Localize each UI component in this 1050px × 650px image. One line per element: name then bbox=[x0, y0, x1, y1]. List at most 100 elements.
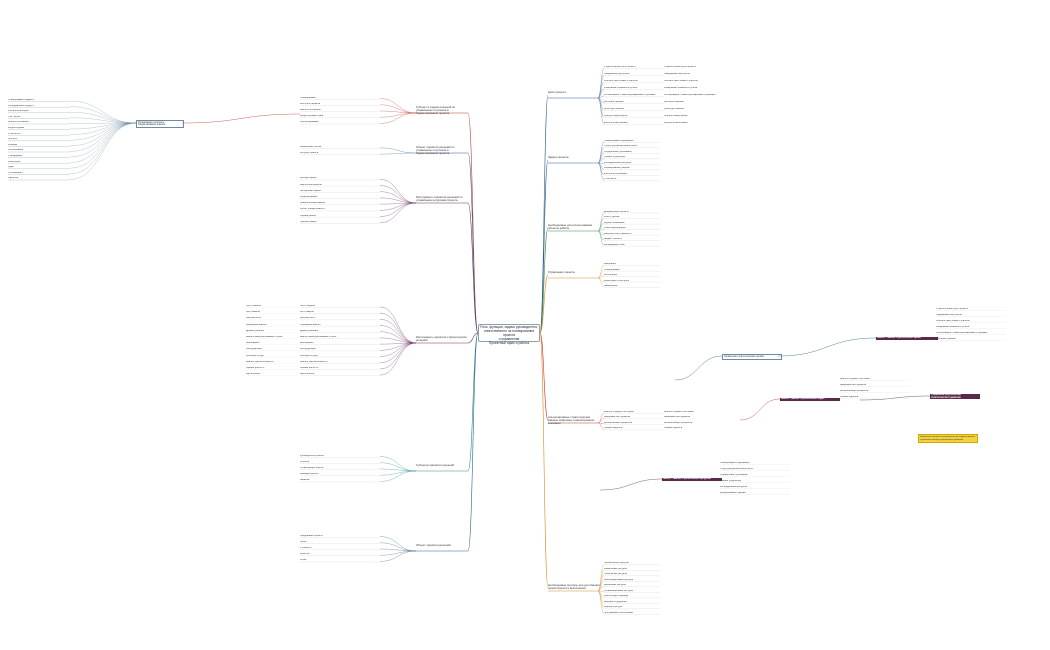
left-sub-item[interactable]: Анализ чувствительности bbox=[246, 360, 274, 363]
sub-item[interactable]: Критерии приёмки bbox=[664, 101, 684, 103]
branch-item[interactable]: Планирование bbox=[604, 268, 620, 271]
dark-node-1[interactable]: SMART - анализ стратегических целей bbox=[876, 337, 938, 340]
left-branch-4[interactable]: Субъекты принятия решений bbox=[416, 464, 454, 467]
left-item[interactable]: Дерево решений bbox=[300, 329, 319, 332]
far-left-item[interactable]: Утверждение bbox=[8, 155, 23, 157]
branch-item[interactable]: Планирование содержания bbox=[604, 139, 634, 142]
branch-item[interactable]: Организационные ресурсы bbox=[604, 589, 633, 592]
branch-3[interactable]: Управление проекта bbox=[548, 271, 575, 274]
sub-item[interactable]: Контроль выполнения bbox=[664, 122, 688, 124]
sub-item[interactable]: Сроки достижения bbox=[664, 108, 684, 110]
left-item[interactable]: Экспертные оценки bbox=[300, 189, 321, 192]
branch-item[interactable]: Измеримые показатели успеха bbox=[604, 87, 638, 89]
left-item[interactable]: Метод Дельфи bbox=[300, 348, 316, 351]
branch-item[interactable]: Завершение bbox=[604, 285, 618, 287]
left-item[interactable]: Методы оценки bbox=[300, 177, 317, 180]
far-left-item[interactable]: Согласование bbox=[8, 149, 24, 152]
detail-leaf[interactable]: Соответствие бизнес-стратегии bbox=[936, 320, 970, 322]
left-item[interactable]: Риски bbox=[300, 559, 307, 562]
left-item[interactable]: Мозговой штурм bbox=[300, 354, 318, 357]
sub-item[interactable]: Измеримые показатели успеха bbox=[664, 87, 698, 89]
branch-item[interactable]: Финансовые ресурсы bbox=[604, 567, 627, 570]
far-left-item[interactable]: Закрытие bbox=[8, 177, 19, 180]
sub-item[interactable]: Ожидаемые результаты bbox=[664, 73, 690, 75]
left-sub-item[interactable]: Карта рисков bbox=[246, 373, 261, 376]
left-item[interactable]: Анализ отклонений bbox=[300, 109, 321, 111]
left-item[interactable]: SWOT-анализ bbox=[300, 304, 316, 307]
left-item[interactable]: Ресурсы проекта bbox=[300, 152, 319, 155]
far-left-item[interactable]: Оптимизация bbox=[8, 171, 23, 174]
detail-leaf[interactable]: Распределение ресурсов bbox=[720, 486, 748, 488]
branch-item[interactable]: Формирование графика bbox=[604, 167, 630, 170]
branch-item[interactable]: Контроль исполнения bbox=[604, 172, 628, 175]
left-sub-item[interactable]: Метод Дельфи bbox=[246, 348, 262, 351]
branch-item[interactable]: Исполнение bbox=[604, 274, 617, 276]
branch-item[interactable]: Матрица ответственности bbox=[604, 232, 632, 235]
left-branch-3[interactable]: Инструменты принятия стратегических реше… bbox=[416, 336, 467, 343]
far-left-item[interactable]: Контроль расходов bbox=[8, 110, 29, 113]
detail-leaf[interactable]: Формирование графика bbox=[720, 492, 746, 494]
far-left-item[interactable]: Аудит bbox=[8, 166, 15, 169]
left-branch-5[interactable]: Объект принятия решений bbox=[416, 544, 451, 547]
left-item[interactable]: Заказчик bbox=[300, 479, 310, 482]
detail-leaf[interactable]: Оценка эффекта bbox=[840, 396, 859, 398]
left-item[interactable]: Контроль бюджета bbox=[300, 102, 320, 105]
branch-item[interactable]: Инфраструктура bbox=[604, 606, 622, 609]
left-branch-1[interactable]: Объект принятия решений по управлению по… bbox=[416, 146, 455, 156]
left-sub-item[interactable]: Анализ заинтересованных сторон bbox=[246, 335, 283, 338]
far-left-item[interactable]: Отчётность bbox=[8, 132, 21, 135]
left-sub-item[interactable]: Оценка зрелости bbox=[246, 366, 265, 369]
branch-item[interactable]: Автоматизация процессов bbox=[604, 421, 633, 424]
detail-leaf[interactable]: Оценка трудозатрат bbox=[720, 480, 742, 482]
detail-leaf[interactable]: Планирование содержания bbox=[720, 462, 750, 464]
left-item[interactable]: PEST-анализ bbox=[300, 311, 315, 314]
sub-item[interactable]: Цифровые инструменты bbox=[664, 416, 691, 419]
branch-item[interactable]: Календарный план bbox=[604, 243, 625, 246]
left-item[interactable]: Корректировка плана bbox=[300, 115, 323, 118]
sub-item[interactable]: Стратегические цели проекта bbox=[664, 66, 696, 68]
branch-1[interactable]: Задачи проекта bbox=[548, 156, 569, 159]
detail-leaf[interactable]: Согласование с заинтересованными сторона… bbox=[936, 332, 988, 334]
sub-item[interactable]: Приоритизация целей bbox=[664, 115, 688, 117]
detail-leaf[interactable]: Измеримые показатели успеха bbox=[936, 326, 970, 328]
branch-item[interactable]: Критерии приёмки bbox=[604, 101, 624, 103]
branch-item[interactable]: Инициация bbox=[604, 263, 616, 265]
branch-item[interactable]: Журнал изменений bbox=[604, 221, 625, 224]
far-left-item[interactable]: Распределение средств bbox=[8, 104, 34, 107]
branch-5[interactable]: Необходимые ресурсы для достижения целей… bbox=[548, 584, 600, 591]
branch-item[interactable]: Оценка эффекта bbox=[604, 427, 623, 430]
far-left-item[interactable]: Прогноз bbox=[8, 138, 17, 141]
dark-node-2[interactable]: SMART - анализ стратегических задач bbox=[780, 398, 840, 401]
left-item[interactable]: Анализ чувствительности bbox=[300, 360, 328, 363]
far-left-item[interactable]: Учёт затрат bbox=[8, 115, 21, 118]
branch-item[interactable]: Программное обеспечение bbox=[604, 611, 633, 614]
branch-item[interactable]: Определение требований bbox=[604, 150, 632, 153]
branch-item[interactable]: Соответствие бизнес-стратегии bbox=[604, 80, 638, 82]
left-item[interactable]: Стоимость bbox=[300, 547, 312, 549]
left-item[interactable]: Команда проекта bbox=[300, 473, 319, 476]
left-sub-item[interactable]: Матрица BCG bbox=[246, 317, 261, 320]
branch-item[interactable]: Контроль выполнения bbox=[604, 122, 628, 124]
sub-item[interactable]: Соответствие бизнес-стратегии bbox=[664, 80, 698, 82]
highlight-node[interactable]: Управление стратегическими целями bbox=[722, 354, 782, 360]
left-item[interactable]: Качество bbox=[300, 553, 310, 556]
left-item[interactable]: Содержание проекта bbox=[300, 534, 323, 537]
branch-item[interactable]: Ожидаемые результаты bbox=[604, 73, 630, 75]
branch-item[interactable]: Приоритизация целей bbox=[604, 115, 628, 117]
left-item[interactable]: Моделирование bbox=[300, 195, 318, 198]
left-sub-item[interactable]: Мозговой штурм bbox=[246, 354, 264, 357]
left-item[interactable]: Матрица BCG bbox=[300, 317, 315, 320]
left-item[interactable]: Сроки bbox=[300, 540, 307, 543]
left-sub-item[interactable]: Дерево решений bbox=[246, 329, 265, 332]
left-item[interactable]: Бенчмаркинг bbox=[300, 342, 314, 345]
left-item[interactable]: Спонсор bbox=[300, 460, 310, 463]
left-item[interactable]: Оценка рисков bbox=[300, 214, 316, 217]
far-left-hub[interactable]: Организация и контроль бюджетирования пр… bbox=[136, 120, 184, 129]
branch-item[interactable]: Человеческие ресурсы bbox=[604, 562, 629, 565]
branch-item[interactable]: План коммуникаций bbox=[604, 227, 626, 229]
left-item[interactable]: Расчёт эффективности bbox=[300, 208, 325, 211]
branch-item[interactable]: Цифровые инструменты bbox=[604, 416, 631, 419]
left-item[interactable]: Планирование bbox=[300, 96, 316, 99]
branch-item[interactable]: Компетенции команды bbox=[604, 595, 629, 598]
branch-2[interactable]: Необходимые для использования объекты ра… bbox=[548, 224, 593, 231]
